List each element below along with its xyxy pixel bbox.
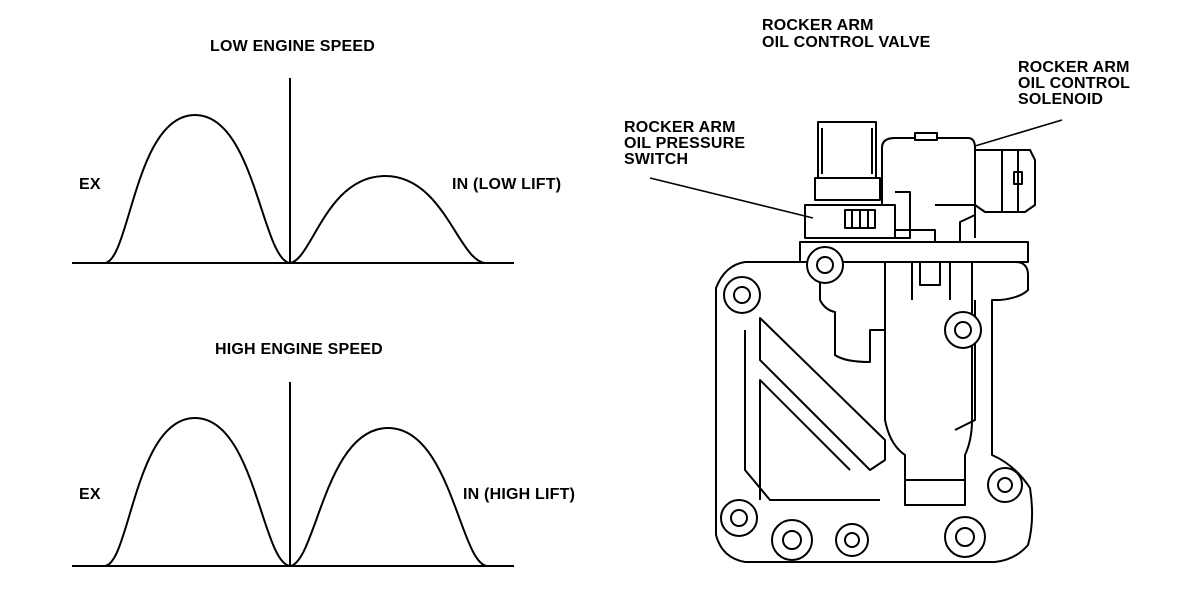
bolt-boss-right — [944, 311, 982, 349]
high-ex-label: EX — [79, 486, 101, 503]
switch-callout-line3: SWITCH — [624, 151, 689, 168]
switch-leader — [649, 177, 814, 219]
solenoid-bracket — [935, 204, 976, 238]
passage-notch — [919, 262, 941, 286]
high-in-label: IN (HIGH LIFT) — [463, 486, 576, 503]
solenoid-leader — [974, 119, 1063, 147]
low-intake-curve — [289, 174, 486, 264]
valve-callout-line1: ROCKER ARM — [762, 17, 874, 34]
left-rib — [744, 330, 880, 501]
bolt-hole-bottom-3 — [955, 527, 975, 547]
bolt-hole-right — [954, 321, 972, 339]
spool-passage — [884, 262, 973, 506]
low-in-label: IN (LOW LIFT) — [452, 176, 562, 193]
valve-housing — [715, 261, 1034, 563]
solenoid-callout-line2: OIL CONTROL — [1018, 75, 1131, 92]
bolt-hole-lower-right — [997, 477, 1013, 493]
bolt-boss-lower-right — [987, 467, 1023, 503]
valve-callout-line2: OIL CONTROL VALVE — [762, 34, 931, 51]
switch-callout-line1: ROCKER ARM — [624, 119, 736, 136]
bolt-boss-left — [723, 276, 761, 314]
pressure-switch-collar — [814, 177, 881, 201]
bolt-hole-top — [816, 256, 834, 274]
solenoid-cap — [914, 132, 938, 141]
bolt-boss-lower-left — [720, 499, 758, 537]
spool-bore — [819, 262, 886, 363]
solenoid-callout-line3: SOLENOID — [1018, 91, 1104, 108]
diagonal-rib — [759, 317, 886, 471]
high-intake-curve — [289, 426, 488, 567]
switch-callout-line2: OIL PRESSURE — [624, 135, 746, 152]
bolt-hole-left — [733, 286, 751, 304]
inner-rib — [759, 379, 851, 500]
solenoid-connector — [974, 149, 1036, 213]
low-ex-label: EX — [79, 176, 101, 193]
connector-latch — [1013, 171, 1023, 185]
switch-bracket — [895, 191, 911, 239]
bolt-boss-bottom-3 — [944, 516, 986, 558]
bolt-hole-bottom-1 — [782, 530, 802, 550]
solenoid-body — [881, 137, 976, 243]
pressure-switch-connector — [817, 121, 877, 179]
bolt-boss-bottom-1 — [771, 519, 813, 561]
solenoid-callout-line1: ROCKER ARM — [1018, 59, 1130, 76]
bolt-boss-top — [806, 246, 844, 284]
high-speed-title: HIGH ENGINE SPEED — [215, 341, 383, 358]
bolt-hole-lower-left — [730, 509, 748, 527]
bolt-hole-bottom-2 — [844, 532, 860, 548]
bolt-boss-bottom-2 — [835, 523, 869, 557]
high-exhaust-curve — [104, 416, 291, 567]
low-exhaust-curve — [104, 113, 291, 264]
low-speed-title: LOW ENGINE SPEED — [210, 38, 375, 55]
